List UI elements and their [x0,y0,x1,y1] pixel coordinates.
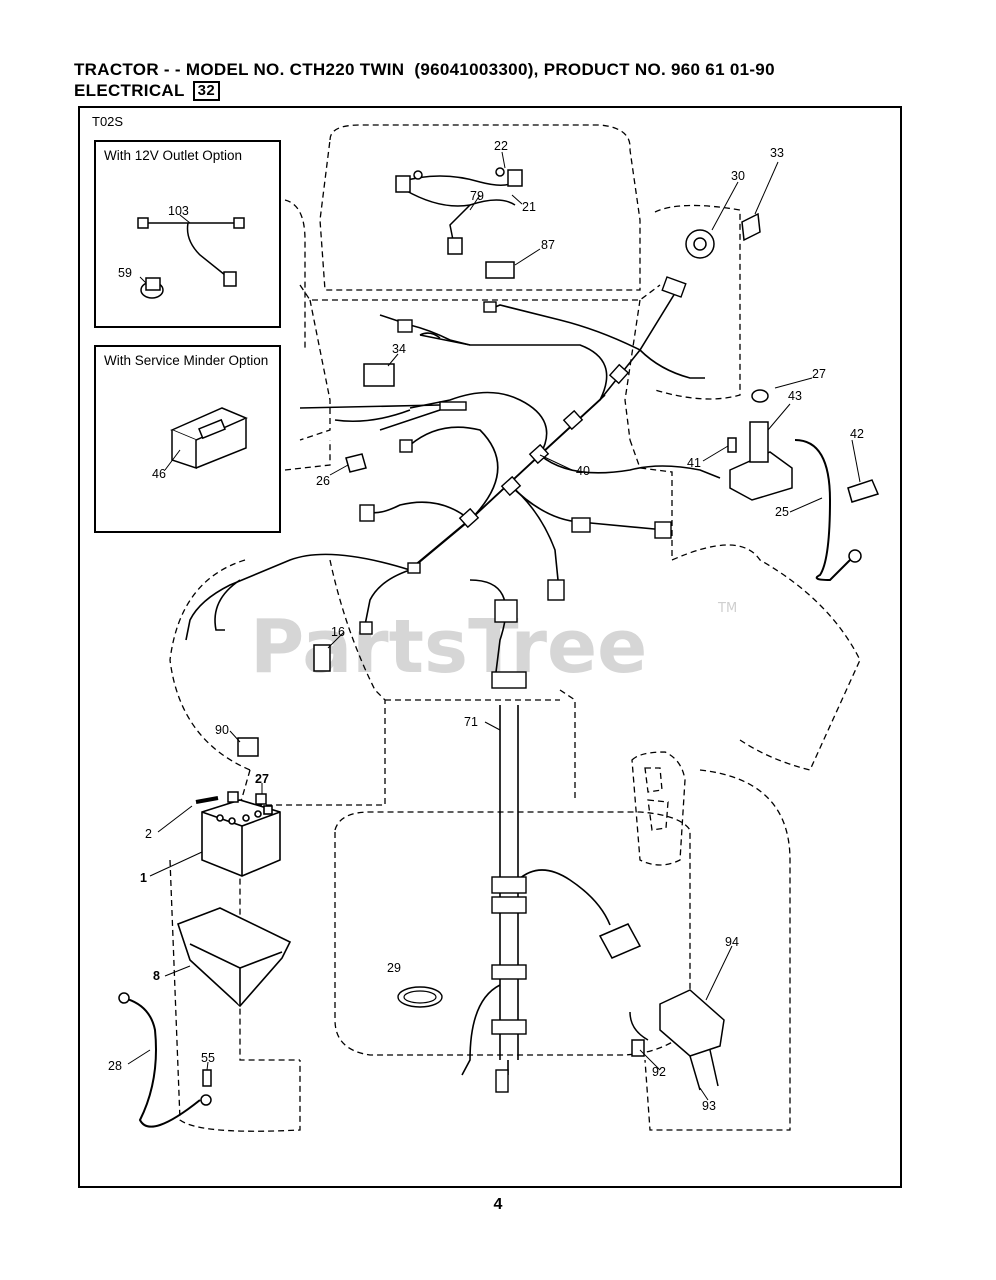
relay-16 [313,644,331,672]
label-27-battery: 27 [255,772,269,786]
inset-12v-outlet-option: With 12V Outlet Option [94,140,281,328]
label-71: 71 [464,715,478,729]
part-90 [237,737,259,757]
section-number-badge: 32 [192,81,220,101]
bolt-55 [202,1069,212,1087]
label-93: 93 [702,1099,716,1113]
cable-28 [123,997,201,1128]
ignition-switch-30 [685,229,715,259]
outlet-harness-103 [137,217,245,287]
label-1: 1 [140,871,147,885]
module-34 [363,363,395,387]
label-92: 92 [652,1065,666,1079]
diagram-section-title: ELECTRICAL 32 [74,81,220,101]
label-46: 46 [152,467,166,481]
diagram-frame [78,106,902,1188]
label-94: 94 [725,935,739,949]
label-90: 90 [215,723,229,737]
switch-87 [485,261,515,279]
label-34: 34 [392,342,406,356]
label-22: 22 [494,139,508,153]
label-2: 2 [145,827,152,841]
label-25: 25 [775,505,789,519]
part-labels: 22 79 21 87 30 33 103 59 34 46 26 40 27 … [108,139,864,1113]
fuse-26 [345,453,367,473]
starter-solenoid-43 [727,389,793,501]
nut-27 [227,791,239,803]
label-30: 30 [731,169,745,183]
label-28: 28 [108,1059,122,1073]
cable-25 [794,439,851,582]
inset-service-minder-title: With Service Minder Option [104,353,269,368]
label-33: 33 [770,146,784,160]
inset-12v-title: With 12V Outlet Option [104,148,243,163]
service-minder-46 [170,407,248,470]
label-79: 79 [470,189,484,203]
label-43: 43 [788,389,802,403]
harness-clips [359,276,687,1093]
diagram-header-title: TRACTOR - - MODEL NO. CTH220 TWIN (96041… [74,60,775,79]
cable-ties-29 [397,986,443,1008]
label-8: 8 [153,969,160,983]
label-103: 103 [168,204,189,218]
bolt-2 [195,796,219,804]
label-59: 59 [118,266,132,280]
page-number: 4 [493,1196,503,1213]
section-name: ELECTRICAL [74,81,185,100]
label-40: 40 [576,464,590,478]
label-42: 42 [850,427,864,441]
boot-42 [847,479,880,503]
label-26: 26 [316,474,330,488]
battery-1 [201,799,281,877]
leader-lines [127,151,861,1101]
label-87: 87 [541,238,555,252]
label-41: 41 [687,456,701,470]
seat-switch [598,923,642,959]
label-55: 55 [201,1051,215,1065]
key-33 [741,212,761,242]
outlet-59 [140,277,164,299]
watermark-tm: TM [717,601,737,616]
diagram-code: T02S [92,114,124,129]
label-16: 16 [331,625,345,639]
battery-tray-8 [176,907,292,1008]
inset-service-minder-option: With Service Minder Option [94,345,281,533]
headlight-assembly [395,167,523,255]
tractor-outline [169,124,861,1132]
watermark: PartsTree [250,604,647,690]
label-29: 29 [387,961,401,975]
label-21: 21 [522,200,536,214]
label-27-top: 27 [812,367,826,381]
module-94 [629,989,725,1091]
